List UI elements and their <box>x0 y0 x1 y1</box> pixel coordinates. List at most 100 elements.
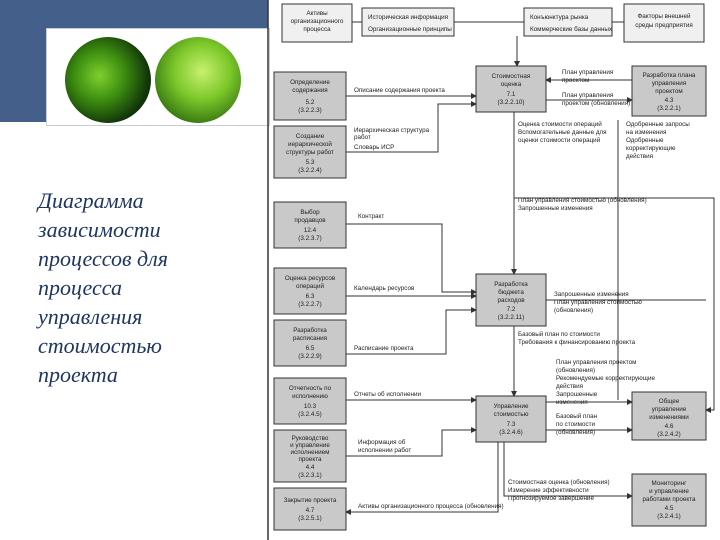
flow-label: (обновления) <box>554 306 593 314</box>
flow-label: Вспомогательные данные для <box>518 129 607 136</box>
flow-label: Рекомендуемые корректирующие <box>556 375 655 382</box>
box-text: Коммерческие базы данных <box>530 25 613 33</box>
title-line: управления <box>38 304 143 329</box>
opa-input-box: Активы организационного процесса <box>281 3 353 43</box>
box-text: 10.3 <box>304 403 317 410</box>
box-text: расходов <box>497 297 525 304</box>
develop-pm-plan-box: Разработка плана управления проектом 4.3… <box>631 65 707 117</box>
box-text: (3.2.2.11) <box>498 314 525 321</box>
box-text: 6.3 <box>306 293 315 300</box>
flow-label: Стоимостная оценка (обновления) <box>508 478 610 486</box>
flow-label: План управления стоимостью (обновления) <box>518 196 647 204</box>
box-text: исполнением <box>291 449 330 456</box>
flow-label: План управления стоимостью <box>554 299 642 306</box>
box-text: 7.3 <box>507 421 516 428</box>
box-text: проекта <box>298 456 322 463</box>
box-text: Руководство <box>292 435 329 442</box>
box-text: (3.2.2.4) <box>298 167 321 174</box>
box-text: (3.2.2.3) <box>298 107 321 114</box>
title-line: процесса <box>38 275 122 300</box>
box-text: (3.2.3.1) <box>298 472 321 479</box>
box-text: Организационные принципы <box>368 26 452 33</box>
box-text: Разработка <box>494 280 528 288</box>
close-project-box: Закрытие проекта 4.7 (3.2.5.1) <box>273 487 347 531</box>
box-text: Разработка плана <box>643 71 696 79</box>
flow-label: Измерение эффективности <box>508 487 589 494</box>
box-text: 6.5 <box>306 345 315 352</box>
box-text: продавцов <box>294 217 326 224</box>
box-text: Выбор <box>300 208 320 216</box>
box-text: Мониторинг <box>652 480 688 487</box>
box-text: 12.4 <box>304 227 317 234</box>
box-text: и управление <box>649 488 689 495</box>
title-line: зависимости <box>38 217 161 242</box>
flow-label: Базовый план по стоимости <box>518 330 600 338</box>
box-text: среды предприятия <box>635 22 693 29</box>
slide-left-panel: Диаграмма зависимости процессов для проц… <box>0 0 270 540</box>
box-text: (3.2.4.6) <box>499 429 522 436</box>
box-text: (3.2.4.2) <box>657 431 680 438</box>
box-text: структуры работ <box>286 148 334 156</box>
box-text: Управление <box>493 403 529 410</box>
direct-manage-execution-box: Руководство и управление исполнением про… <box>273 429 347 483</box>
flow-label: работ <box>354 133 371 141</box>
box-text: операций <box>296 282 325 290</box>
box-text: Историческая информация <box>368 14 448 21</box>
box-text: (3.2.5.1) <box>298 515 321 522</box>
box-text: Общее <box>659 397 680 405</box>
box-text: Создание <box>296 133 325 140</box>
box-text: 4.5 <box>665 505 674 512</box>
eef-box: Факторы внешней среды предприятия <box>623 3 705 43</box>
title-line: Диаграмма <box>38 188 144 213</box>
flow-label: План управления <box>562 69 613 76</box>
flow-label: оценки стоимости операций <box>518 136 601 144</box>
diagram-svg: Активы организационного процесса Историч… <box>267 0 715 540</box>
flow-label: Прогнозируемое завершение <box>508 495 594 502</box>
box-text: расписания <box>293 335 327 342</box>
box-text: Факторы внешней <box>637 12 691 20</box>
leaf-photo-2 <box>155 37 241 123</box>
box-text: Закрытие проекта <box>284 497 337 504</box>
flow-label: План управления <box>562 92 613 99</box>
historical-info-box: Историческая информация Организационные … <box>361 7 455 37</box>
flow-label: Календарь ресурсов <box>354 285 415 292</box>
box-text: (3.2.2.9) <box>298 353 321 360</box>
box-text: Стоимостная <box>492 73 531 80</box>
box-text: 4.7 <box>306 507 315 514</box>
box-text: иерархической <box>288 140 332 148</box>
box-text: Активы <box>306 10 328 17</box>
box-text: Разработка <box>293 326 327 334</box>
schedule-development-box: Разработка расписания 6.5 (3.2.2.9) <box>273 319 347 367</box>
flow-label: исполнении работ <box>358 446 411 454</box>
monitor-control-work-box: Мониторинг и управление работами проекта… <box>631 473 707 527</box>
box-text: 4.3 <box>665 97 674 104</box>
flow-label: Иерархическая структура <box>354 127 430 134</box>
box-text: Отчетность по <box>289 385 332 392</box>
box-text: (3.2.4.1) <box>657 513 680 520</box>
leaf-photo-1 <box>65 37 151 123</box>
flow-label: (обновления) <box>556 366 595 374</box>
box-text: 7.1 <box>507 91 516 98</box>
performance-reporting-box: Отчетность по исполнению 10.3 (3.2.4.5) <box>273 377 347 425</box>
box-text: 4.4 <box>306 464 315 471</box>
process-diagram: Активы организационного процесса Историч… <box>262 0 720 540</box>
box-text: проектом <box>655 88 682 95</box>
flow-label: Одобренные <box>626 136 664 144</box>
cost-control-box: Управление стоимостью 7.3 (3.2.4.6) <box>475 395 547 443</box>
box-text: управления <box>652 80 686 87</box>
flow-label: Запрошенные изменения <box>554 291 629 298</box>
flow-label: Одобренные запросы <box>626 120 690 128</box>
flow-label: Описание содержания проекта <box>354 87 445 94</box>
box-text: изменениями <box>649 414 689 421</box>
title-line: стоимостью <box>38 333 162 358</box>
box-text: 4.6 <box>665 423 674 430</box>
flow-label: Отчеты об исполнении <box>354 390 421 398</box>
flow-label: действия <box>556 382 583 390</box>
box-text: и управление <box>290 442 330 449</box>
flow-label: Запрошенные изменения <box>518 205 593 212</box>
box-text: (3.2.2.7) <box>298 301 321 308</box>
box-text: (3.2.2.1) <box>657 105 680 112</box>
flow-label: Расписание проекта <box>354 345 414 352</box>
box-text: Конъюнктура рынка <box>530 14 589 21</box>
box-text: стоимостью <box>494 411 529 418</box>
